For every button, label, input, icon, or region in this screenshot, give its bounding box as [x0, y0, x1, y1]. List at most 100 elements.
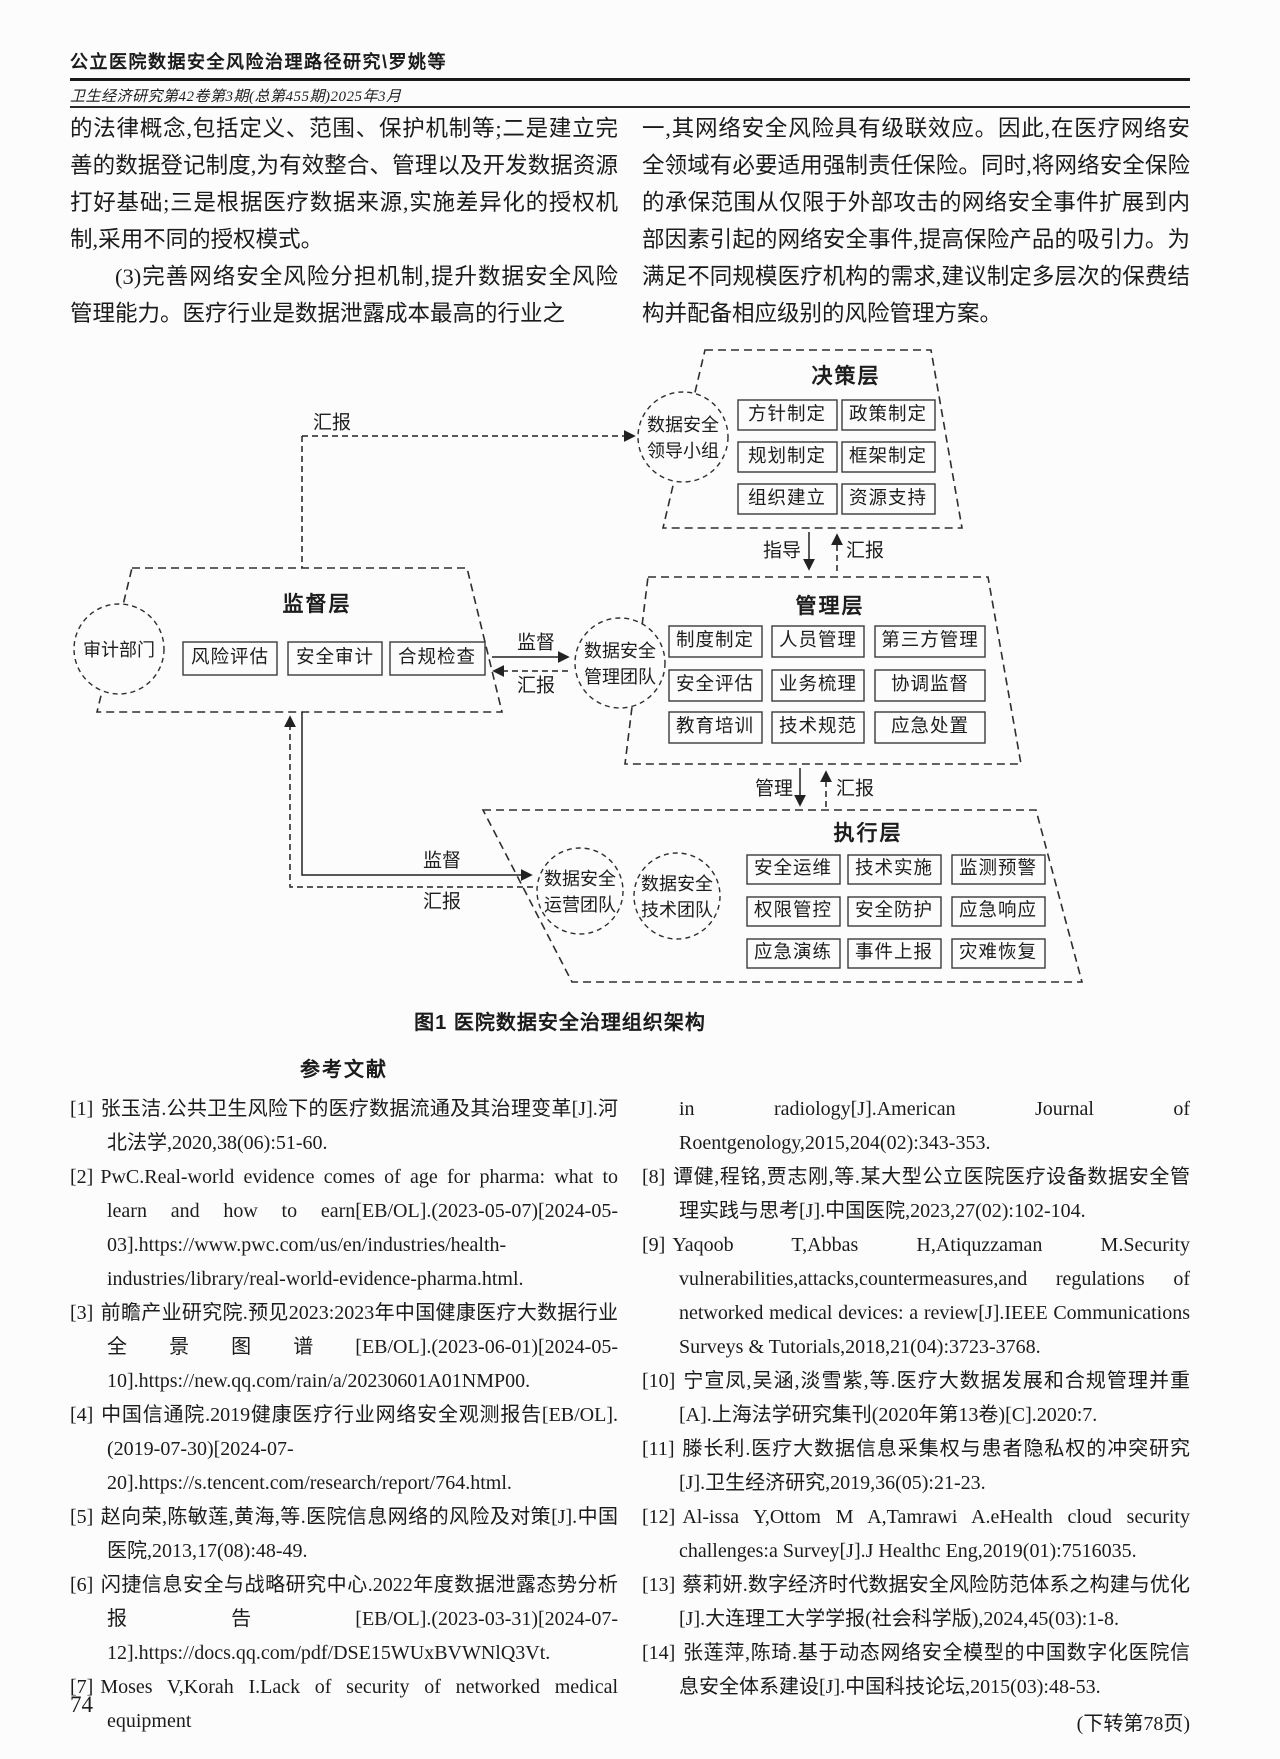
- report-label: 汇报: [313, 412, 351, 434]
- supervision-layer-boxes: 风险评估 安全审计 合规检查: [182, 641, 486, 676]
- body-column-right: 一,其网络安全风险具有级联效应。因此,在医疗网络安全领域有必要适用强制责任保险。…: [642, 110, 1190, 332]
- org-box-label: 事件上报: [855, 942, 933, 963]
- org-box-label: 组织建立: [748, 488, 826, 509]
- org-box-label: 应急处置: [891, 716, 969, 737]
- org-box-label: 规划制定: [748, 446, 826, 467]
- org-box: [737, 483, 838, 515]
- operations-team-circle: [536, 847, 624, 935]
- figure-caption: 图1 医院数据安全治理组织架构: [414, 1012, 706, 1034]
- decision-layer-boundary: [661, 349, 963, 529]
- org-box: [771, 625, 865, 658]
- org-box: [847, 938, 942, 969]
- org-box-label: 安全防护: [855, 900, 933, 921]
- reference-number: [11]: [642, 1438, 675, 1460]
- org-box: [737, 399, 838, 431]
- org-box-label: 教育培训: [676, 716, 754, 737]
- reference-number: [3]: [70, 1302, 94, 1324]
- reference-number: [1]: [70, 1098, 94, 1120]
- reference-number: [9]: [642, 1234, 666, 1256]
- technical-team-label: 技术团队: [641, 900, 713, 920]
- body-paragraph: 一,其网络安全风险具有级联效应。因此,在医疗网络安全领域有必要适用强制责任保险。…: [642, 116, 1190, 326]
- references-column-right: in radiology[J].American Journal of Roen…: [642, 1092, 1190, 1741]
- org-box: [668, 625, 763, 658]
- reference-item: [6]闪捷信息安全与战略研究中心.2022年度数据泄露态势分析报告[EB/OL]…: [70, 1568, 618, 1670]
- management-team-circle: [574, 617, 666, 709]
- page-number: 74: [70, 1692, 93, 1717]
- leadership-group-circle: [637, 391, 729, 483]
- org-box: [951, 938, 1046, 969]
- reference-text: 张玉洁.公共卫生风险下的医疗数据流通及其治理变革[J].河北法学,2020,38…: [100, 1098, 618, 1154]
- management-layer-boxes: 制度制定 人员管理 第三方管理 安全评估 业务梳理 协调监督 教育培训 技术规范…: [668, 625, 986, 744]
- org-box: [874, 625, 986, 658]
- technical-team-circle: [633, 852, 721, 940]
- org-box-label: 监测预警: [959, 858, 1037, 879]
- reference-item: [5]赵向荣,陈敏莲,黄海,等.医院信息网络的风险及对策[J].中国医院,201…: [70, 1500, 618, 1568]
- guide-label: 指导: [763, 540, 801, 562]
- org-box: [668, 711, 763, 744]
- org-box: [951, 896, 1046, 927]
- org-box-label: 应急响应: [959, 900, 1037, 921]
- reference-number: [7]: [70, 1676, 94, 1698]
- execution-layer-boundary: [481, 809, 1084, 983]
- org-box: [746, 938, 841, 969]
- reference-item: [10]宁宣凤,吴涵,淡雪紫,等.医疗大数据发展和合规管理并重[A].上海法学研…: [642, 1364, 1190, 1432]
- reference-item: [3]前瞻产业研究院.预见2023:2023年中国健康医疗大数据行业全景图谱[E…: [70, 1296, 618, 1398]
- org-box: [874, 669, 986, 702]
- reference-text: 宁宣凤,吴涵,淡雪紫,等.医疗大数据发展和合规管理并重[A].上海法学研究集刊(…: [679, 1370, 1190, 1426]
- report-label: 汇报: [836, 778, 874, 800]
- reference-number: [6]: [70, 1574, 94, 1596]
- org-box: [841, 399, 936, 431]
- org-box: [841, 441, 936, 473]
- org-box: [737, 441, 838, 473]
- org-box: [771, 711, 865, 744]
- org-box: [668, 669, 763, 702]
- org-box-label: 应急演练: [754, 942, 832, 963]
- running-title: 公立医院数据安全风险治理路径研究\罗姚等: [70, 52, 447, 72]
- management-layer-title: 管理层: [796, 594, 865, 618]
- reference-text: 中国信通院.2019健康医疗行业网络安全观测报告[EB/OL].(2019-07…: [100, 1404, 618, 1494]
- reference-number: [5]: [70, 1506, 94, 1528]
- reference-item: [12]Al-issa Y,Ottom M A,Tamrawi A.eHealt…: [642, 1500, 1190, 1568]
- journal-info: 卫生经济研究第42卷第3期(总第455期)2025年3月: [70, 89, 402, 105]
- reference-number: [8]: [642, 1166, 666, 1188]
- org-box-label: 技术实施: [855, 858, 933, 879]
- reference-text: 谭健,程铭,贾志刚,等.某大型公立医院医疗设备数据安全管理实践与思考[J].中国…: [672, 1166, 1190, 1222]
- org-box: [746, 854, 841, 885]
- leadership-group-label: 数据安全: [647, 415, 719, 435]
- reference-text: 滕长利.医疗大数据信息采集权与患者隐私权的冲突研究[J].卫生经济研究,2019…: [679, 1438, 1190, 1494]
- org-box-label: 安全审计: [296, 647, 374, 668]
- reference-item: [13]蔡莉妍.数字经济时代数据安全风险防范体系之构建与优化[J].大连理工大学…: [642, 1568, 1190, 1636]
- org-box: [841, 483, 936, 515]
- report-arrow-operations-to-supervision: [284, 715, 533, 888]
- reference-continuation: in radiology[J].American Journal of Roen…: [679, 1098, 1190, 1154]
- reference-item: [9]Yaqoob T,Abbas H,Atiquzzaman M.Securi…: [642, 1228, 1190, 1364]
- report-label: 汇报: [846, 540, 884, 562]
- audit-department-circle: [73, 603, 165, 695]
- reference-number: [12]: [642, 1506, 676, 1528]
- org-box-label: 协调监督: [891, 674, 969, 695]
- org-box-label: 权限管控: [754, 900, 832, 921]
- reference-item: [8] 谭健,程铭,贾志刚,等.某大型公立医院医疗设备数据安全管理实践与思考[J]…: [642, 1160, 1190, 1228]
- figure-org-chart: 数据安全 领导小组 审计部门 数据安全 管理团队 数据安全 运营团队 数据安全 …: [73, 349, 1084, 983]
- decision-layer-boxes: 方针制定 政策制定 规划制定 框架制定 组织建立 资源支持: [737, 399, 936, 515]
- org-box-label: 方针制定: [748, 404, 826, 425]
- org-box-label: 框架制定: [849, 446, 927, 467]
- report-label: 汇报: [423, 891, 461, 913]
- execution-layer-boxes: 安全运维 技术实施 监测预警 权限管控 安全防护 应急响应 应急演练 事件上报 …: [746, 854, 1046, 969]
- technical-team-label: 数据安全: [641, 874, 713, 894]
- operations-team-label: 运营团队: [544, 895, 616, 915]
- management-team-label: 数据安全: [584, 641, 656, 661]
- org-box-label: 资源支持: [849, 488, 927, 509]
- report-label: 汇报: [517, 675, 555, 697]
- supervise-label: 监督: [517, 632, 555, 654]
- body-column-left: 的法律概念,包括定义、范围、保护机制等;二是建立完善的数据登记制度,为有效整合、…: [70, 110, 618, 332]
- reference-text: Moses V,Korah I.Lack of security of netw…: [100, 1676, 618, 1732]
- org-box-label: 灾难恢复: [959, 942, 1037, 963]
- org-box: [951, 854, 1046, 885]
- references-column-left: 参考文献 [1]张玉洁.公共卫生风险下的医疗数据流通及其治理变革[J].河北法学…: [70, 1056, 618, 1738]
- org-box: [746, 896, 841, 927]
- reference-text: 张莲萍,陈琦.基于动态网络安全模型的中国数字化医院信息安全体系建设[J].中国科…: [679, 1642, 1190, 1698]
- reference-item: [11]滕长利.医疗大数据信息采集权与患者隐私权的冲突研究[J].卫生经济研究,…: [642, 1432, 1190, 1500]
- org-box: [182, 641, 278, 676]
